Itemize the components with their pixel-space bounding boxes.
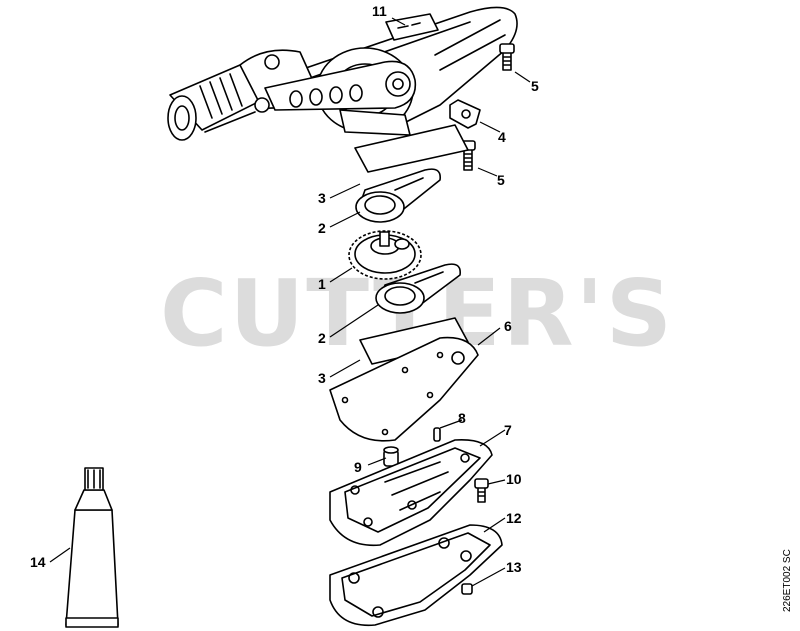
document-code: 226ET002 SC (782, 549, 793, 612)
clip-4 (449, 99, 481, 129)
bearing-plate-2-upper (355, 168, 442, 223)
gear-housing (167, 6, 518, 141)
callout-5-top: 5 (531, 78, 539, 94)
callout-13: 13 (506, 559, 522, 575)
callout-4: 4 (498, 129, 506, 145)
callout-2-upper: 2 (318, 220, 326, 236)
pin-8 (433, 427, 441, 442)
callout-11: 11 (372, 3, 387, 19)
callout-3-upper: 3 (318, 190, 326, 206)
callout-12: 12 (506, 510, 522, 526)
callout-2-lower: 2 (318, 330, 326, 346)
gasket-3-upper (354, 124, 469, 173)
screw-13 (461, 583, 473, 595)
bearing-plate-2-lower (375, 263, 462, 314)
sleeve-9 (383, 446, 399, 467)
gasket-plate-6 (329, 336, 479, 442)
callout-9: 9 (354, 459, 362, 475)
callout-10: 10 (506, 471, 522, 487)
grease-tube-14 (65, 467, 119, 628)
callout-14: 14 (30, 554, 46, 570)
callout-8: 8 (458, 410, 466, 426)
screw-10 (474, 478, 489, 503)
leader-lines (49, 17, 531, 587)
housing-cover-7 (329, 438, 493, 547)
callout-1: 1 (318, 276, 326, 292)
screw-5-top (499, 43, 515, 71)
callout-3-lower: 3 (318, 370, 326, 386)
callout-7: 7 (504, 422, 512, 438)
callout-6: 6 (504, 318, 512, 334)
gear-1 (348, 230, 422, 280)
callout-5-middle: 5 (497, 172, 505, 188)
base-plate-12 (329, 524, 503, 627)
